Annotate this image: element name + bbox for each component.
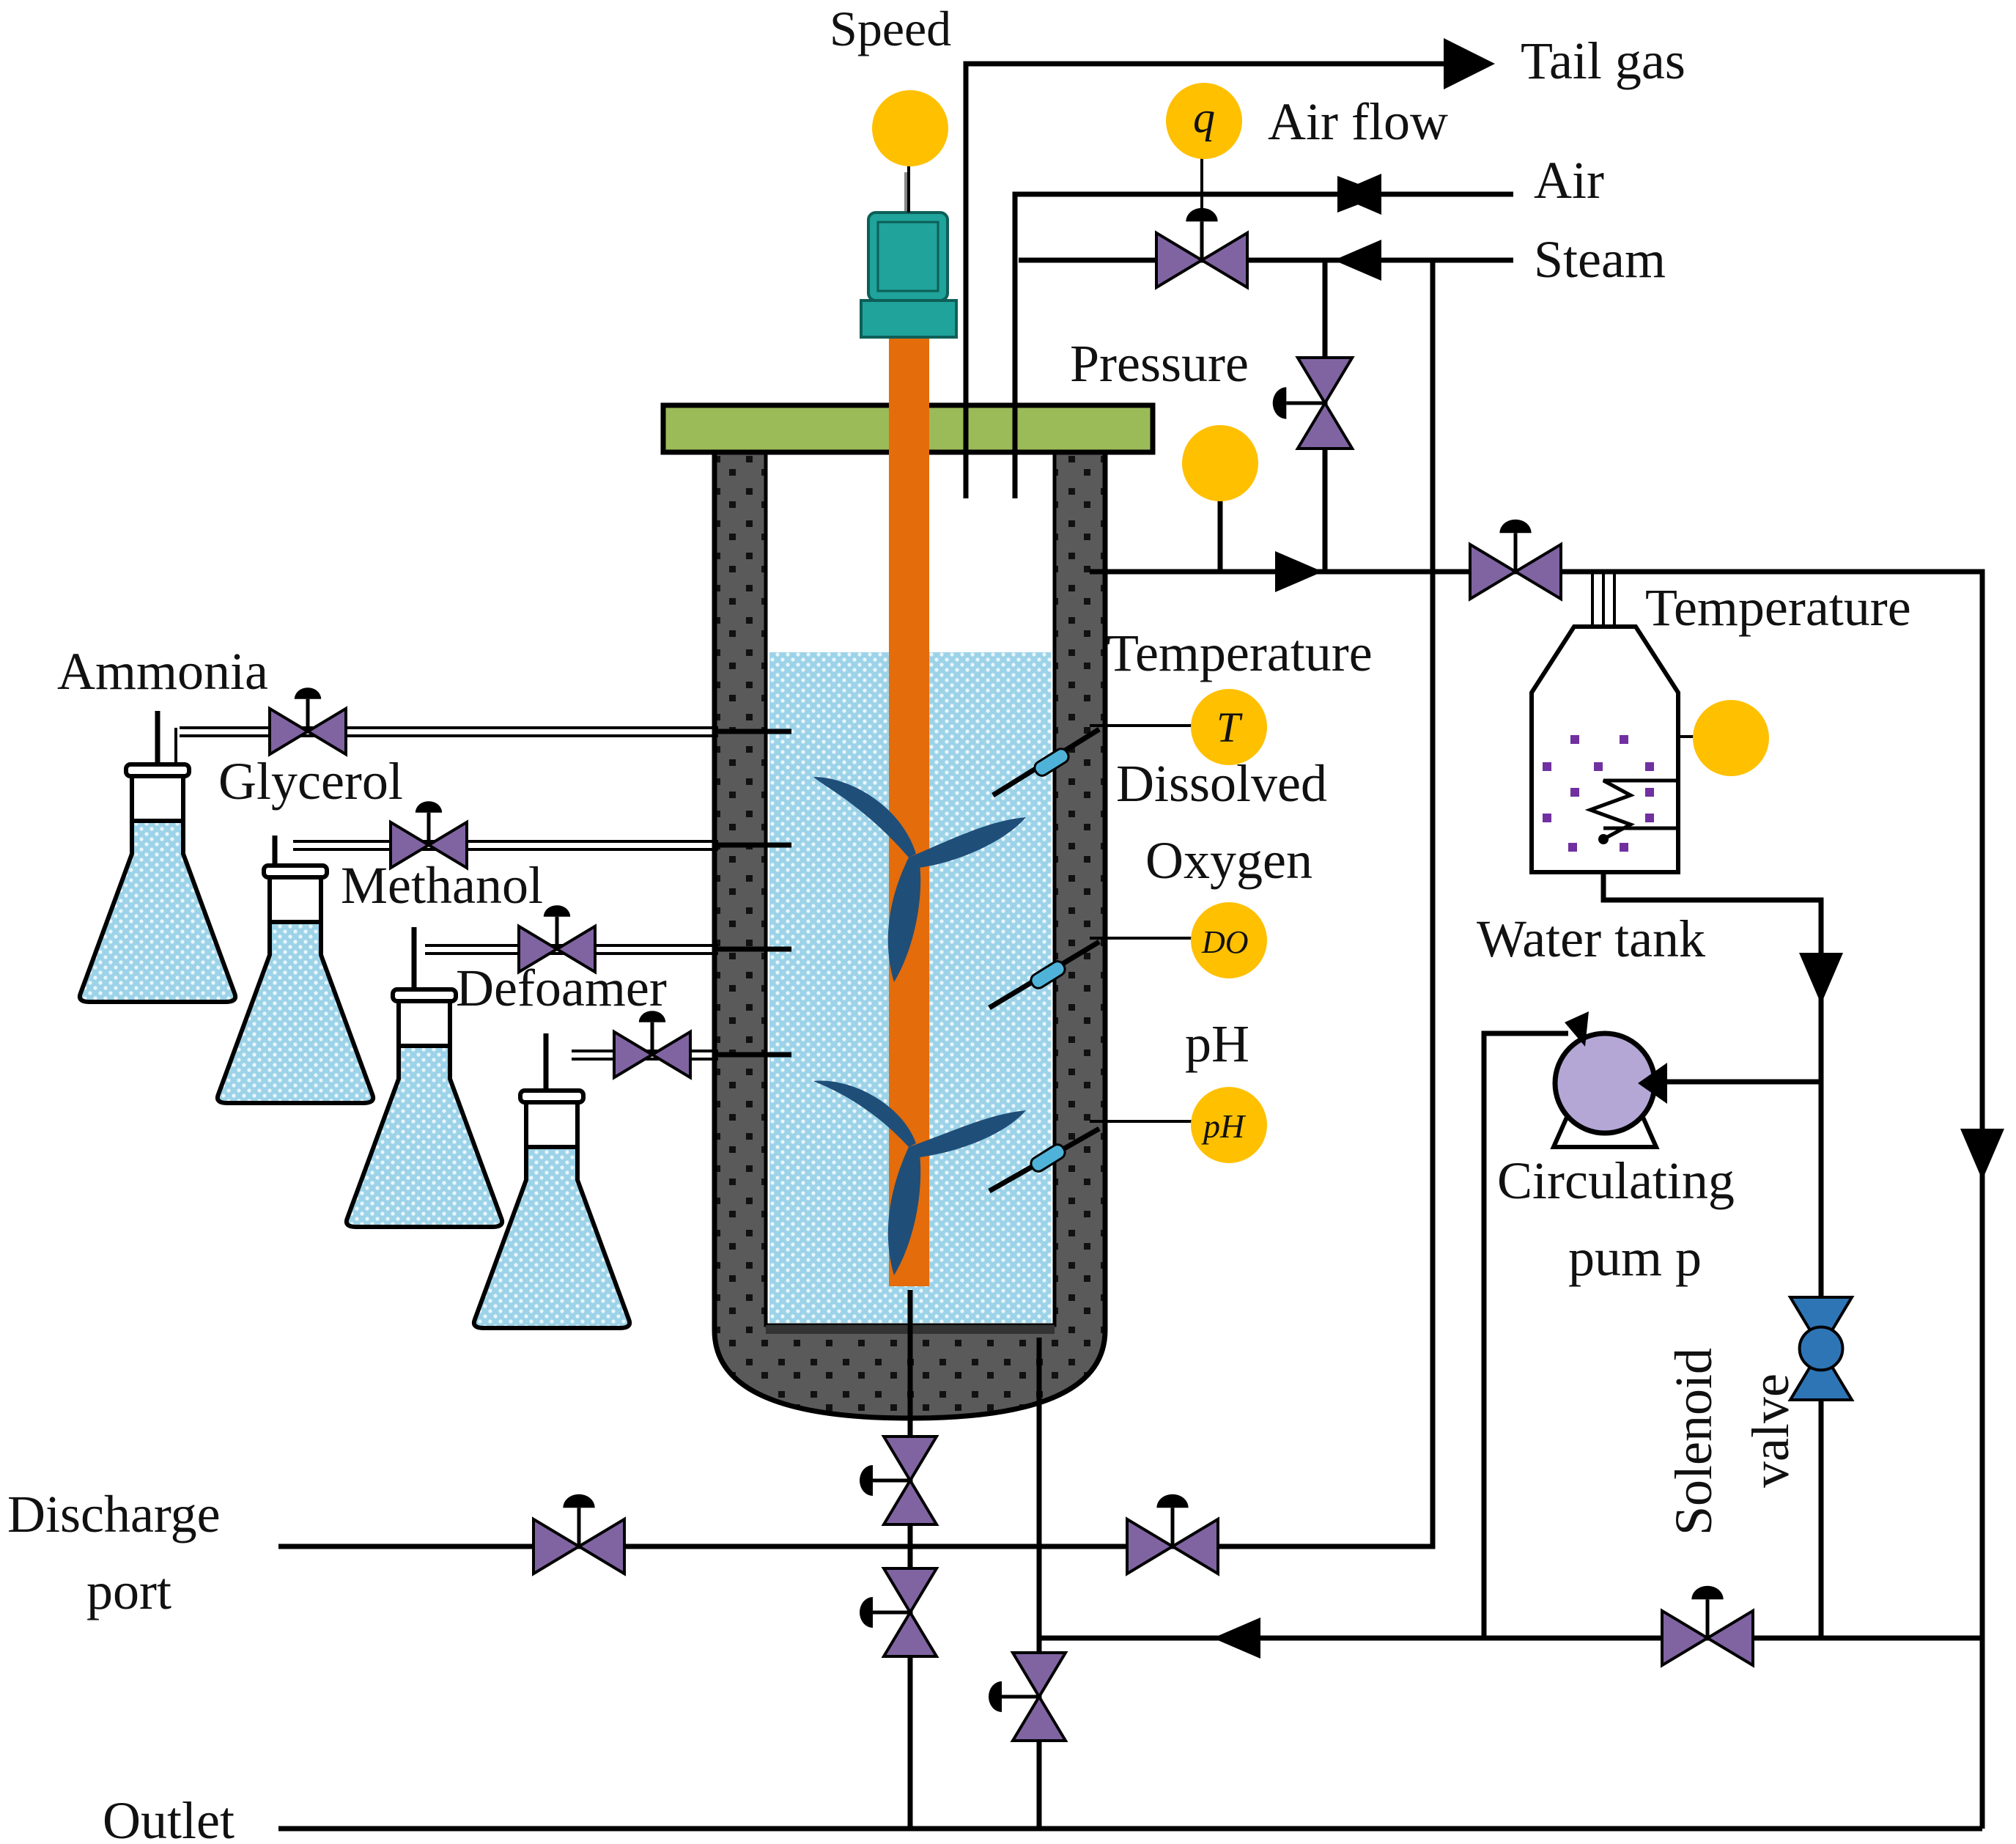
drain-valve[interactable]	[989, 1651, 1068, 1742]
impeller-upper	[813, 777, 1026, 982]
circulating-pump-symbol	[1550, 1011, 1667, 1149]
air-label: Air	[1534, 151, 1604, 210]
discharge-label: Discharge	[7, 1485, 221, 1544]
defoamer-valve[interactable]	[613, 1011, 692, 1080]
ammonia-flask	[77, 762, 238, 1004]
methanol-flask	[344, 987, 505, 1229]
motor	[860, 172, 958, 339]
valves	[268, 207, 1855, 1742]
airflow-gauge	[1166, 83, 1242, 159]
pressure-valve[interactable]	[1272, 356, 1355, 450]
defoamer-label: Defoamer	[456, 959, 667, 1017]
do-sensor-symbol: DO	[1201, 924, 1249, 960]
solenoid-label: Solenoid	[1664, 1348, 1723, 1535]
tail-gas-label: Tail gas	[1521, 32, 1685, 90]
oxygen-label: Oxygen	[1145, 831, 1312, 890]
gauges	[872, 83, 1769, 1163]
pump-label: pum p	[1568, 1228, 1702, 1287]
do-gauge	[1191, 902, 1267, 978]
labels: Speed Tail gas Air flow Air Steam Pressu…	[7, 1, 1911, 1844]
ammonia-label: Ammonia	[57, 642, 268, 701]
water-tank	[1529, 624, 1680, 874]
pressure-gauge	[1182, 425, 1258, 501]
methanol-valve[interactable]	[517, 905, 597, 975]
outlet-label: Outlet	[103, 1791, 235, 1844]
steam-valve[interactable]	[1155, 207, 1249, 290]
reactor-bottom-valve-2[interactable]	[860, 1567, 939, 1658]
impeller-lower	[813, 1080, 1026, 1275]
circulating-label: Circulating	[1497, 1151, 1735, 1210]
air-flow-label: Air flow	[1268, 92, 1448, 151]
glycerol-valve[interactable]	[389, 801, 468, 871]
defoamer-flask	[471, 1088, 632, 1330]
feed-flasks	[77, 762, 632, 1330]
dissolved-label: Dissolved	[1116, 754, 1327, 813]
reactor-temperature-label: Temperature	[1107, 624, 1373, 682]
tank-particles	[1543, 735, 1654, 852]
tank-temperature-label: Temperature	[1645, 578, 1911, 637]
methanol-label: Methanol	[341, 856, 543, 915]
flow-arrows	[1213, 38, 2004, 1659]
discharge-valve[interactable]	[532, 1494, 626, 1576]
ph-gauge	[1191, 1087, 1267, 1163]
ammonia-valve[interactable]	[268, 687, 347, 757]
ph-label: pH	[1185, 1014, 1249, 1073]
q-sensor-symbol: q	[1193, 93, 1215, 141]
valve-label: valve	[1741, 1373, 1800, 1488]
ph-sensor-symbol: pH	[1201, 1107, 1247, 1145]
jacket-valve[interactable]	[1469, 519, 1562, 602]
water-tank-label: Water tank	[1477, 910, 1705, 968]
port-label: port	[86, 1562, 171, 1620]
speed-gauge	[872, 90, 948, 166]
pressure-label: Pressure	[1070, 334, 1249, 393]
speed-label: Speed	[830, 1, 951, 56]
reactor-bottom-valve-1[interactable]	[860, 1435, 939, 1526]
probes	[988, 727, 1101, 1194]
glycerol-label: Glycerol	[218, 752, 403, 811]
temperature-gauge	[1191, 689, 1267, 765]
glycerol-flask	[215, 863, 376, 1105]
solenoid-valve[interactable]	[1787, 1296, 1855, 1401]
return-valve[interactable]	[1661, 1585, 1754, 1668]
steam-label: Steam	[1534, 230, 1666, 289]
steam-discharge-valve[interactable]	[1126, 1494, 1219, 1576]
tank-temperature-gauge	[1693, 700, 1769, 776]
t-sensor-symbol: T	[1216, 704, 1243, 751]
